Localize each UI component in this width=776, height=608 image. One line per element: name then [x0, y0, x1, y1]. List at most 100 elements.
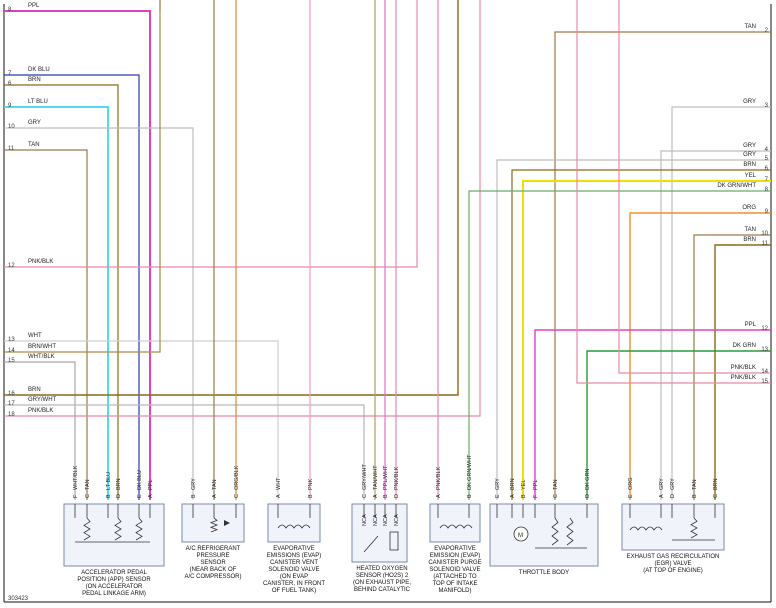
wire-path — [522, 180, 771, 500]
component-caption-line: HEATED OXYGEN — [356, 566, 407, 572]
pin-letter: C — [713, 494, 719, 498]
pin-wire-label: BRN — [116, 478, 122, 490]
pin-wire-label: GRY — [191, 478, 197, 490]
wire-path — [496, 159, 771, 500]
left-wire-number: 11 — [8, 146, 15, 152]
pin-letter: C — [85, 494, 91, 498]
right-wire-number: 15 — [761, 379, 768, 385]
right-wire-number: 4 — [765, 147, 769, 153]
wire-path — [4, 106, 109, 500]
left-wire-color-label: PPL — [28, 3, 40, 9]
right-wire-color-label: GRY — [743, 143, 756, 149]
pin-letter: C — [362, 494, 368, 498]
right-wire-number: 13 — [761, 347, 768, 353]
pin-wire-label: TAN/WHT — [373, 465, 379, 490]
pin-letter: E — [137, 494, 143, 498]
solenoid-coil — [277, 524, 311, 529]
pin-wire-label: PPL — [148, 480, 154, 490]
pin-letter: B — [106, 494, 112, 498]
right-wire-color-label: ORG — [742, 205, 756, 211]
right-wire-number: 5 — [765, 156, 769, 162]
wire-path — [4, 74, 140, 500]
pin-wire-label: GRY — [659, 478, 665, 490]
pin-wire-label: PNK/BLK — [436, 466, 442, 490]
left-wire-number: 6 — [8, 81, 12, 87]
pin-wire-label: TAN — [85, 479, 91, 490]
right-wire-number: 10 — [761, 231, 768, 237]
right-wire-number: 6 — [765, 166, 769, 172]
wire-path — [4, 361, 76, 500]
left-wire-number: 13 — [8, 337, 15, 343]
solenoid-coil — [439, 524, 473, 529]
pin-wire-label: PPL — [533, 480, 539, 490]
pin-nca-tag: NCA — [383, 514, 389, 526]
component-body — [181, 503, 245, 543]
component-caption-line: EMISSIONS (EVAP) — [267, 553, 322, 559]
resistor-symbol — [114, 517, 122, 541]
pin-letter: D — [116, 494, 122, 498]
left-wire-number: 18 — [8, 412, 15, 418]
left-wire-number: 15 — [8, 358, 15, 364]
pin-wire-label: PNK — [308, 478, 314, 490]
internal-symbols: M — [75, 517, 715, 553]
right-wire-number: 11 — [762, 241, 769, 247]
pin-letter: C — [553, 494, 559, 498]
component-caption-line: TOP OF INTAKE — [432, 581, 477, 587]
component-caption-line: OF FUEL TANK) — [272, 588, 316, 594]
pin-wire-label: TAN — [212, 479, 218, 490]
pin-wire-label: TAN — [553, 479, 559, 490]
right-wire-number: 9 — [765, 209, 769, 215]
component-body — [621, 503, 725, 551]
pin-wire-label: WHT/BLK — [73, 465, 79, 490]
solenoid-coil — [629, 526, 663, 531]
heater-element — [389, 531, 399, 551]
component-body — [63, 503, 165, 567]
pin-letter: B — [308, 494, 314, 498]
wire-path — [4, 0, 161, 353]
right-wire-color-label: DK GRN/WHT — [717, 183, 756, 189]
left-wire-number: 9 — [8, 103, 12, 109]
resistor-symbol — [551, 517, 559, 546]
wire-path — [468, 190, 771, 500]
pin-nca-tag: NCA — [362, 514, 368, 526]
wire-path — [4, 404, 365, 500]
pin-letter: A — [659, 494, 665, 498]
wire-path — [693, 234, 771, 500]
left-wire-color-label: GRY — [28, 120, 41, 126]
right-wire-color-label: DK GRN — [733, 343, 756, 349]
left-wire-number: 8 — [8, 7, 12, 13]
resistor-symbol — [566, 517, 574, 546]
component-caption-line: SENSOR — [200, 560, 226, 566]
right-wire-color-label: TAN — [744, 24, 756, 30]
component-caption-line: SOLENOID VALVE — [429, 567, 480, 573]
component-caption-line: PRESSURE — [196, 553, 229, 559]
component-caption-line: THROTTLE BODY — [519, 570, 569, 576]
component-caption-line: CANISTER VENT — [270, 560, 318, 566]
pin-wire-label: YEL — [521, 480, 527, 490]
pin-wire-label: GRY — [670, 478, 676, 490]
pin-wire-label: GRY/WHT — [362, 463, 368, 490]
wire-path — [4, 127, 194, 500]
pin-letter: B — [521, 494, 527, 498]
wire-path — [618, 0, 771, 374]
component-caption-line: A/C COMPRESSOR) — [184, 574, 241, 580]
component-caption-line: EMISSION (EVAP) — [430, 553, 481, 559]
component-caption-line: (AT TOP OF ENGINE) — [643, 568, 702, 574]
pin-letter: A — [276, 494, 282, 498]
pin-letter: A — [436, 494, 442, 498]
pin-letter: A — [510, 494, 516, 498]
component-caption-line: CANISTER PURGE — [428, 560, 481, 566]
pin-wire-label: GRY — [495, 478, 501, 490]
right-wire-number: 3 — [765, 103, 769, 109]
component-caption-line: (ON EVAP — [280, 574, 308, 580]
wire-path — [660, 150, 771, 500]
wire-path — [576, 0, 771, 384]
right-wire-color-label: PNK/BLK — [731, 365, 756, 371]
right-wire-number: 12 — [761, 326, 768, 332]
wire-path — [4, 149, 88, 500]
left-wire-color-label: WHT — [28, 333, 42, 339]
component-caption-line: (EGR) VALVE — [654, 561, 691, 567]
